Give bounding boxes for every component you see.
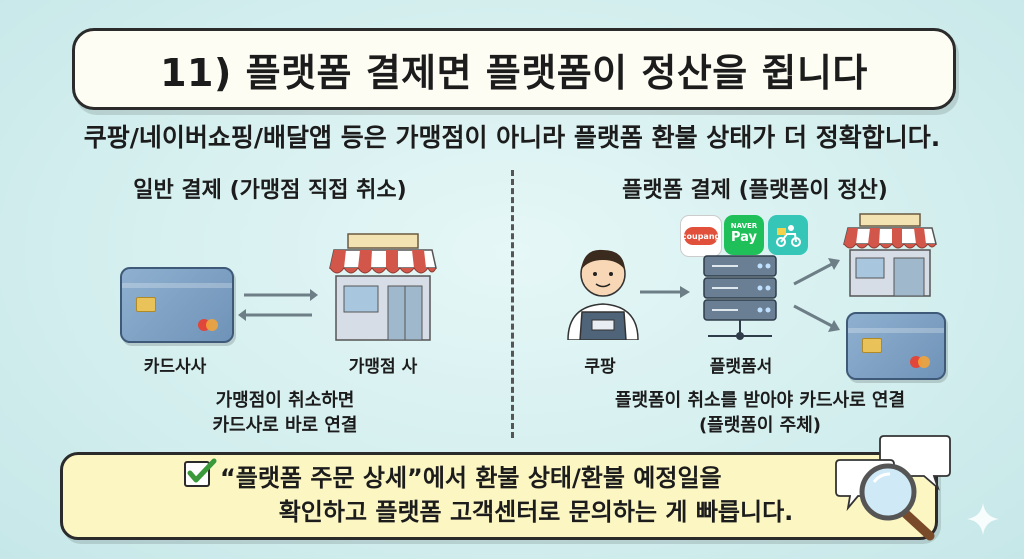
right-description-2: (플랫폼이 주체) bbox=[698, 415, 822, 436]
clerk-person-icon bbox=[567, 249, 639, 340]
tip-line-2: 확인하고 플랫폼 고객센터로 문의하는 게 빠릅니다. bbox=[278, 498, 794, 526]
credit-card-icon bbox=[846, 312, 946, 380]
left-description-1: 가맹점이 취소하면 bbox=[215, 390, 355, 411]
server-icon bbox=[703, 255, 777, 340]
arrow-down-right-icon bbox=[793, 304, 840, 332]
right-heading: 플랫폼 결제 (플랫폼이 정산) bbox=[622, 178, 888, 203]
left-description-2: 카드사로 바로 연결 bbox=[212, 415, 358, 436]
magnifier-chat-icon bbox=[835, 435, 951, 541]
card-company-label: 카드사사 bbox=[143, 357, 207, 377]
left-heading: 일반 결제 (가맹점 직접 취소) bbox=[133, 178, 407, 203]
store-icon bbox=[843, 213, 937, 297]
delivery-app-icon bbox=[768, 215, 808, 255]
subtitle: 쿠팡/네이버쇼핑/배달앱 등은 가맹점이 아니라 플랫폼 환불 상태가 더 정확… bbox=[83, 123, 941, 152]
right-description-1: 플랫폼이 취소를 받아야 카드사로 연결 bbox=[614, 390, 906, 411]
coupang-label: 쿠팡 bbox=[584, 357, 616, 377]
title-box: 11) 플랫폼 결제면 플랫폼이 정산을 쥡니다 bbox=[72, 28, 956, 110]
naver-logo-text: NAVER bbox=[730, 222, 758, 230]
dashed-divider bbox=[511, 170, 514, 438]
page-title: 11) 플랫폼 결제면 플랫폼이 정산을 쥡니다 bbox=[160, 50, 868, 95]
sparkle-icon bbox=[967, 503, 999, 535]
credit-card-icon bbox=[120, 267, 234, 343]
platform-server-label: 플랫폼서 bbox=[709, 357, 773, 377]
store-icon bbox=[329, 233, 437, 341]
naver-pay-app-icon: NAVER Pay bbox=[724, 215, 764, 255]
checkbox-check-icon bbox=[184, 458, 217, 487]
exchange-arrows-icon bbox=[238, 289, 318, 321]
arrow-right-icon bbox=[640, 286, 690, 298]
coupang-app-icon: coupang bbox=[680, 215, 722, 257]
coupang-logo-text: coupang bbox=[682, 227, 720, 245]
arrow-up-right-icon bbox=[793, 258, 840, 286]
store-label: 가맹점 사 bbox=[348, 357, 418, 377]
tip-line-1: “플랫폼 주문 상세”에서 환불 상태/환불 예정일을 bbox=[220, 464, 722, 492]
pay-logo-text: Pay bbox=[730, 230, 758, 245]
